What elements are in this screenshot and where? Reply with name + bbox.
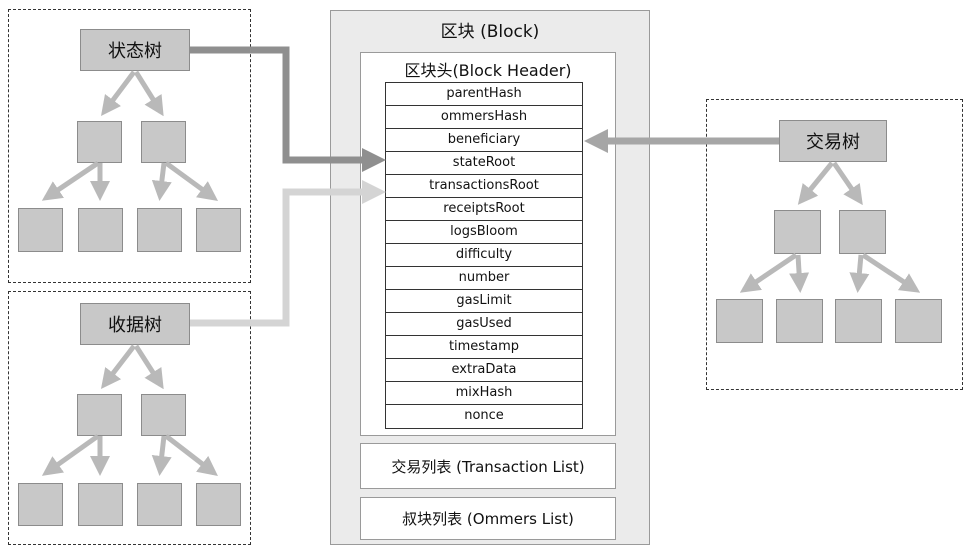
state-root-arrow: [190, 46, 386, 172]
field-mix-hash: mixHash: [386, 382, 582, 405]
field-gas-used: gasUsed: [386, 313, 582, 336]
header-field-table: parentHash ommersHash beneficiary stateR…: [385, 82, 583, 429]
field-difficulty: difficulty: [386, 244, 582, 267]
transactions-tree-label: 交易树: [806, 132, 860, 153]
transaction-list-label: 交易列表 (Transaction List): [391, 457, 585, 476]
field-gas-limit: gasLimit: [386, 290, 582, 313]
state-tree-leaf: [196, 208, 241, 252]
receipts-tree-leaf: [78, 483, 123, 526]
field-state-root: stateRoot: [386, 152, 582, 175]
state-tree-node: [141, 121, 186, 163]
field-beneficiary: beneficiary: [386, 129, 582, 152]
receipts-tree-node: [141, 394, 186, 436]
receipts-tree-node: [77, 394, 122, 436]
receipts-tree-label: 收据树: [108, 315, 162, 336]
receipts-tree-frame: [8, 291, 251, 545]
transactions-tree-edges: [739, 161, 921, 293]
field-transactions-root: transactionsRoot: [386, 175, 582, 198]
ommers-list-box: 叔块列表 (Ommers List): [360, 497, 616, 540]
receipts-root-arrow: [190, 180, 386, 327]
receipts-tree-leaf: [137, 483, 182, 526]
transactions-tree-leaf: [835, 299, 882, 343]
state-tree-leaf: [78, 208, 123, 252]
state-tree-leaf: [137, 208, 182, 252]
receipts-tree-leaf: [196, 483, 241, 526]
state-tree-root: 状态树: [80, 29, 190, 71]
field-timestamp: timestamp: [386, 336, 582, 359]
transactions-root-arrow: [584, 129, 779, 153]
transaction-list-box: 交易列表 (Transaction List): [360, 443, 616, 489]
state-tree-leaf: [18, 208, 63, 252]
field-number: number: [386, 267, 582, 290]
ommers-list-label: 叔块列表 (Ommers List): [402, 510, 574, 528]
field-parent-hash: parentHash: [386, 83, 582, 106]
receipts-tree-edges: [41, 344, 218, 477]
transactions-tree-node: [839, 210, 886, 254]
block-header-title: 区块头(Block Header): [404, 61, 572, 80]
field-extra-data: extraData: [386, 359, 582, 382]
receipts-tree-root: 收据树: [80, 303, 190, 345]
state-tree-frame: [8, 9, 251, 283]
state-tree-label: 状态树: [108, 41, 162, 62]
transactions-tree-frame: [706, 99, 963, 390]
transactions-tree-root: 交易树: [779, 120, 887, 162]
field-receipts-root: receiptsRoot: [386, 198, 582, 221]
state-tree-node: [77, 121, 122, 163]
transactions-tree-leaf: [895, 299, 942, 343]
transactions-tree-leaf: [776, 299, 823, 343]
receipts-tree-leaf: [18, 483, 63, 526]
transactions-tree-leaf: [716, 299, 763, 343]
field-ommers-hash: ommersHash: [386, 106, 582, 129]
field-nonce: nonce: [464, 408, 504, 423]
field-logs-bloom: logsBloom: [386, 221, 582, 244]
state-tree-edges: [41, 70, 219, 201]
block-title: 区块 (Block): [440, 22, 540, 42]
transactions-tree-node: [774, 210, 821, 254]
